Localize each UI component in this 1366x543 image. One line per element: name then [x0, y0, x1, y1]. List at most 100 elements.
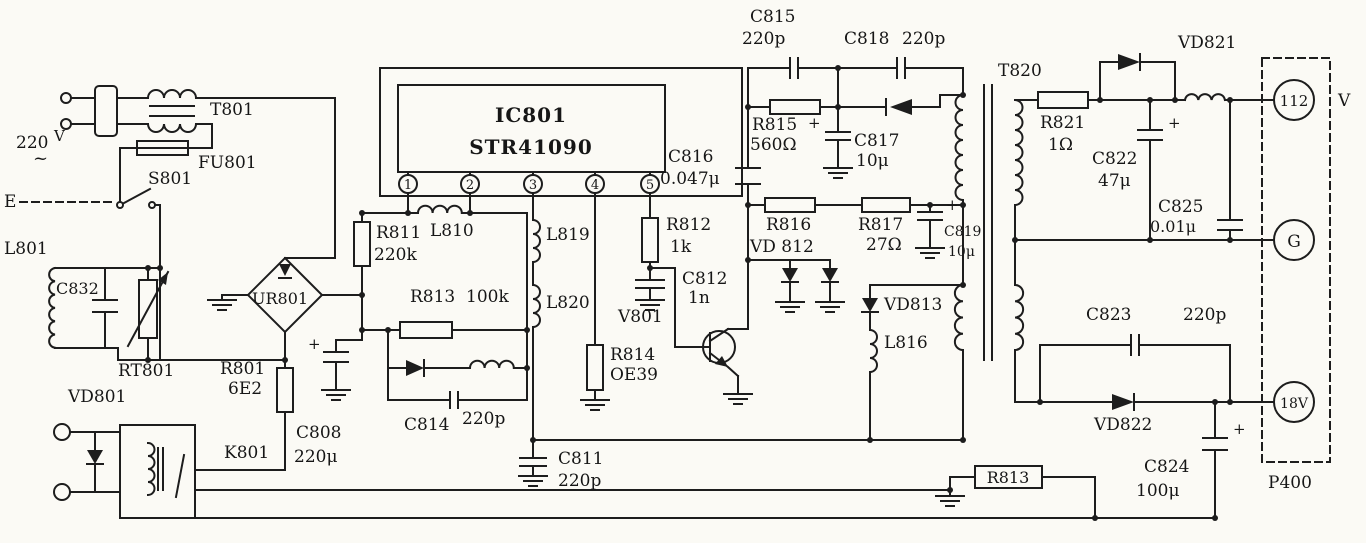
- label-l816: L816: [884, 333, 928, 353]
- ground-icon: [775, 301, 805, 313]
- resistor-R801: [276, 367, 294, 413]
- label-t801: T801: [210, 100, 254, 120]
- connector-P400: 112 V G 18V P400: [1261, 57, 1351, 493]
- t820-wires: [962, 84, 1016, 441]
- ground-icon: [207, 299, 237, 311]
- diode-VD812a: [782, 268, 798, 282]
- secondary-section: R813 VD821 R821 1Ω C822 47μ + C825 0.01μ…: [935, 33, 1275, 519]
- label-c814: C814: [404, 415, 449, 435]
- resistor-R814: [586, 344, 604, 391]
- bridge-rectifier-section: UR801: [207, 256, 363, 334]
- pin3-wires: [519, 261, 964, 477]
- label-c832: C832: [56, 279, 99, 298]
- secondary-wires: [949, 53, 1275, 519]
- dc-wires: [323, 212, 528, 409]
- ground-icon: [580, 399, 610, 411]
- ground-icon: [935, 495, 965, 507]
- terminal-ground-label: G: [1287, 232, 1301, 252]
- mains-wires: [70, 97, 336, 361]
- snubber-coil: [468, 359, 515, 370]
- terminal-18v-label: 18V: [1280, 396, 1309, 412]
- t820-primary-bottom: [953, 283, 965, 352]
- polarity-plus: +: [808, 114, 821, 132]
- resistor-R811: [353, 221, 371, 267]
- label-r816: R816: [766, 215, 811, 235]
- ic-body: [397, 84, 666, 173]
- pin-networks-section: L819 L820 R814 OE39 C811 220p R812 1k C8…: [518, 215, 964, 491]
- mains-input-section: 220 V ~ T801 FU801 S801 E: [4, 85, 336, 361]
- label-r815: R815: [752, 115, 797, 135]
- pin-1-circle: [398, 174, 418, 194]
- label-vd813: VD813: [883, 295, 942, 315]
- label-c812: C812: [682, 269, 727, 289]
- clamp-diode: [890, 99, 912, 115]
- dc-rail-section: + C808 220μ R811 220k R813 100k C814 220…: [294, 204, 528, 467]
- coil-L810: [416, 204, 463, 215]
- label-c817-value: 10μ: [856, 151, 889, 171]
- label-vd822: VD822: [1093, 415, 1152, 435]
- terminal-ground: [1273, 219, 1315, 261]
- label-c811-value: 220p: [558, 471, 601, 491]
- label-v801: V801: [617, 307, 663, 327]
- line-filter-T801: [146, 89, 198, 133]
- pin-4-circle: [585, 174, 605, 194]
- ic-part-label: STR41090: [469, 135, 593, 159]
- label-p400: P400: [1268, 473, 1312, 493]
- fuse-FU801: [136, 140, 189, 156]
- degauss-wires: [54, 267, 286, 361]
- label-t820: T820: [998, 61, 1042, 81]
- junction-dots: [145, 65, 1233, 521]
- transformer-T820: T820: [953, 61, 1042, 441]
- label-fu801: FU801: [198, 153, 257, 173]
- p400-outline: [1261, 57, 1331, 463]
- ground-icon: [915, 247, 945, 259]
- label-r817: R817: [858, 215, 903, 235]
- label-c818: C818: [844, 29, 889, 49]
- label-r814-value: OE39: [610, 365, 658, 385]
- ground-icon: [723, 393, 753, 405]
- label-l820: L820: [546, 293, 590, 313]
- transistor-section: V801 C816 0.047μ: [617, 67, 761, 405]
- pin-5-circle: [640, 174, 660, 194]
- label-c819-value: 10μ: [948, 244, 975, 260]
- resistor-R813b: R813: [974, 465, 1043, 489]
- polarity-plus: +: [308, 335, 321, 353]
- diode-VD813: [862, 298, 878, 312]
- plug-pin-icon: [60, 92, 72, 104]
- label-k801: K801: [224, 443, 269, 463]
- ic-ref-label: IC801: [495, 103, 567, 127]
- pin-4-number: 4: [591, 178, 599, 193]
- ic801-section: IC801 STR41090 1 2 3 4 5: [379, 67, 743, 346]
- coil-L820: [531, 283, 541, 329]
- label-c824-value: 100μ: [1136, 481, 1180, 501]
- label-r811-value: 220k: [374, 245, 417, 265]
- pin-3-circle: [523, 174, 543, 194]
- diode-VD821: [1118, 54, 1140, 70]
- label-c822: C822: [1092, 149, 1137, 169]
- label-r812: R812: [666, 215, 711, 235]
- label-r817-value: 27Ω: [866, 235, 902, 255]
- label-c818-value: 220p: [902, 29, 945, 49]
- label-r813a-value: 100k: [466, 287, 509, 307]
- label-c815: C815: [750, 7, 795, 27]
- label-r813b: R813: [987, 468, 1030, 487]
- label-vd812: VD 812: [749, 237, 814, 257]
- snubber-diode: [406, 360, 424, 376]
- ic-pin-wires: [407, 171, 651, 346]
- switch-node-wires: [727, 67, 761, 330]
- diode-VD801: [87, 450, 103, 464]
- label-c825-value: 0.01μ: [1150, 217, 1196, 236]
- plug-body-icon: [94, 85, 118, 137]
- bridge-UR801: [221, 256, 363, 334]
- label-l810: L810: [430, 221, 474, 241]
- transistor-V801: [702, 327, 740, 393]
- label-r811: R811: [376, 223, 421, 243]
- pin-2-circle: [460, 174, 480, 194]
- label-c808-value: 220μ: [294, 447, 338, 467]
- label-c816: C816: [668, 147, 713, 167]
- terminal-112v-label: 112: [1280, 92, 1309, 110]
- t820-primary-top: [954, 93, 965, 202]
- label-c811: C811: [558, 449, 603, 469]
- pin-2-number: 2: [466, 178, 474, 193]
